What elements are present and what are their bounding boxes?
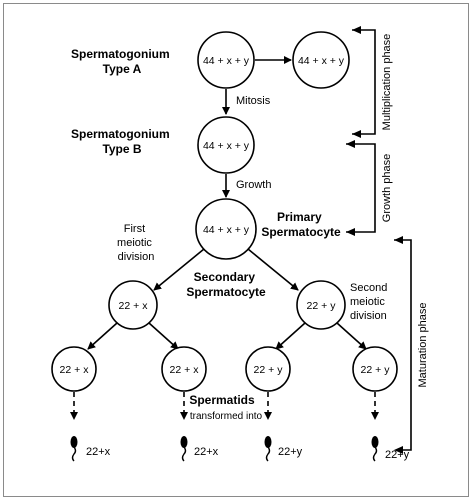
spermatogonium-a-cell-label: 44 + x + y <box>203 55 250 67</box>
spermatid-cell-1 <box>51 346 97 392</box>
spermatids-label: Spermatids <box>189 393 255 407</box>
spermatogonium-a-copy-label: 44 + x + y <box>298 55 345 67</box>
diagram-frame <box>3 3 469 497</box>
multiplication-phase-label: Multiplication phase <box>381 34 393 131</box>
growth-phase-arrowhead-top <box>346 140 355 148</box>
maturation-phase-label: Maturation phase <box>417 303 429 388</box>
meiosis-two-arrow-3 <box>275 322 306 350</box>
meiosis-two-arrow-4 <box>336 322 367 350</box>
maturation-phase-bracket <box>394 239 412 451</box>
meiosis-two-arrow-1 <box>87 322 118 350</box>
mitosis-label: Mitosis <box>236 95 271 107</box>
maturation-phase-arrowhead-top <box>394 236 403 244</box>
sperm-icon-1 <box>70 436 78 462</box>
meiosis-two-arrow-2 <box>148 322 179 350</box>
sperm-label-3: 22+y <box>278 446 303 458</box>
spermatid-cell-2 <box>161 346 207 392</box>
primary-spermatocyte-cell-label: 44 + x + y <box>203 224 250 236</box>
multiplication-phase-arrowhead-top <box>352 26 361 34</box>
primary-spermatocyte-cell <box>195 198 257 260</box>
sperm-label-1: 22+x <box>86 446 111 458</box>
sperm-icon-2 <box>180 436 188 462</box>
growth-label: Growth <box>236 179 271 191</box>
multiplication-phase-bracket <box>352 29 376 135</box>
spermatid-4-label: 22 + y <box>361 364 391 376</box>
primary-spermatocyte-label: Primary Spermatocyte <box>261 210 341 239</box>
secondary-left-cell-label: 22 + x <box>119 300 149 312</box>
spermatid-2-label: 22 + x <box>170 364 200 376</box>
sperm-icon-3 <box>264 436 272 462</box>
secondary-spermatocyte-right-cell <box>296 280 346 330</box>
spermatid-1-label: 22 + x <box>60 364 90 376</box>
sperm-label-2: 22+x <box>194 446 219 458</box>
transformed-into-label: transformed into <box>190 411 263 422</box>
spermatogonium-b-cell-label: 44 + x + y <box>203 140 250 152</box>
meiosis-one-left-arrow <box>153 248 205 291</box>
growth-phase-label: Growth phase <box>381 154 393 222</box>
meiosis-one-right-arrow <box>247 248 299 291</box>
spermatogonium-a-copy-cell <box>292 31 350 89</box>
growth-phase-bracket <box>346 143 376 233</box>
spermatid-cell-4 <box>352 346 398 392</box>
second-meiotic-division-label: Second meiotic division <box>350 282 390 322</box>
spermatogonium-a-label: Spermatogonium Type A <box>71 47 173 76</box>
secondary-spermatocyte-left-cell <box>108 280 158 330</box>
spermatid-3-label: 22 + y <box>254 364 284 376</box>
multiplication-phase-arrowhead-bottom <box>352 130 361 138</box>
secondary-spermatocyte-label: Secondary Spermatocyte <box>186 270 266 299</box>
first-meiotic-division-label: First meiotic division <box>117 223 155 263</box>
spermatogonium-b-cell <box>197 116 255 174</box>
sperm-label-4: 22+y <box>385 449 410 461</box>
spermatogonium-a-cell <box>197 31 255 89</box>
maturation-phase-arrowhead-bottom <box>394 446 403 454</box>
secondary-right-cell-label: 22 + y <box>307 300 337 312</box>
spermatid-cell-3 <box>245 346 291 392</box>
growth-phase-arrowhead-bottom <box>346 228 355 236</box>
sperm-icon-4 <box>371 436 379 462</box>
spermatogonium-b-label: Spermatogonium Type B <box>71 127 173 156</box>
